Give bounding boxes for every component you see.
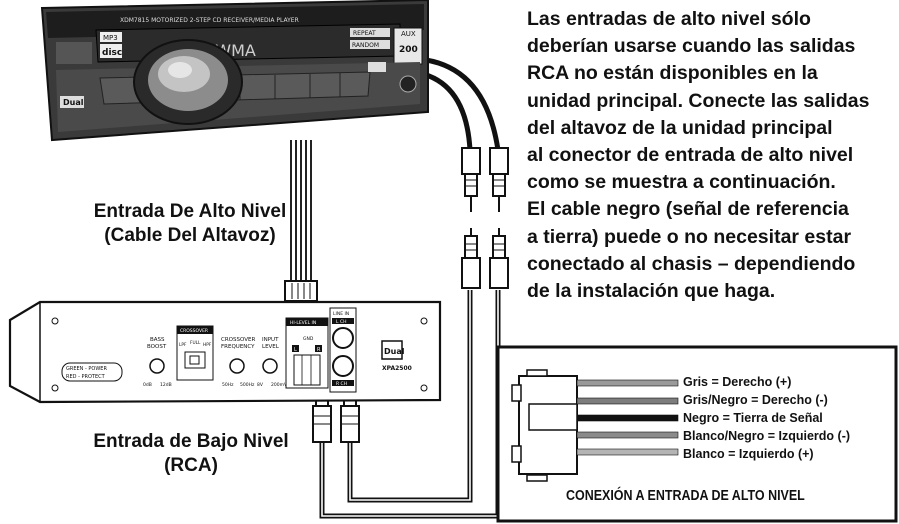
description-line-9: a tierra) puede o no necesitar estar xyxy=(527,225,852,248)
high-level-caption-line-2: (Cable Del Altavoz) xyxy=(104,225,276,246)
line-in-rch: R CH xyxy=(336,381,347,387)
crossover-freq-knob xyxy=(229,358,245,374)
amplifier: GREEN - POWER RED - PROTECT BASS BOOST 0… xyxy=(8,300,442,404)
connector-wire-4 xyxy=(576,431,679,439)
hi-level-label: HI-LEVEL IN xyxy=(290,320,316,326)
crossover-freq-label-2: FREQUENCY xyxy=(221,344,255,350)
description-line-5: del altavoz de la unidad principal xyxy=(527,116,833,139)
speaker-wire-bundle xyxy=(284,140,318,302)
description-line-8: El cable negro (señal de referencia xyxy=(527,198,849,221)
connector-wire-3 xyxy=(576,414,679,422)
connector-wire-2 xyxy=(576,397,679,405)
rca-plugs-lower xyxy=(461,228,509,289)
input-level-max: 200mV xyxy=(271,382,288,388)
crossover-freq-min: 50Hz xyxy=(222,382,234,388)
bass-boost-knob xyxy=(149,358,165,374)
hi-level-gnd: GND xyxy=(303,336,314,342)
crossover-freq-max: 500Hz xyxy=(240,382,255,388)
rca-jack-left xyxy=(332,327,354,349)
bass-boost-min: 0dB xyxy=(143,382,152,388)
repeat-label: REPEAT xyxy=(353,30,376,37)
connector-wire-5 xyxy=(576,448,679,456)
bass-boost-label-2: BOOST xyxy=(147,344,167,350)
low-level-caption-line-2: (RCA) xyxy=(164,455,218,476)
crossover-freq-label-1: CROSSOVER xyxy=(221,337,255,343)
description-line-11: de la instalación que haga. xyxy=(527,280,776,303)
description-line-3: RCA no están disponibles en la xyxy=(527,62,818,85)
description-line-2: deberían usarse cuando las salidas xyxy=(527,35,856,58)
head-unit: XDM7815 MOTORIZED 2-STEP CD RECEIVER/MED… xyxy=(40,0,429,142)
disc-badge xyxy=(100,44,122,58)
description-line-10: conectado al chasis – dependiendo xyxy=(527,252,856,275)
hi-level-connector-socket xyxy=(293,354,321,386)
crossover-lpf: LPF xyxy=(179,342,187,348)
mount-hole-bottom-left xyxy=(51,384,59,392)
input-level-min: 8V xyxy=(257,382,264,388)
wire-label-black: Negro = Tierra de Señal xyxy=(683,411,823,425)
description-line-1: Las entradas de alto nivel sólo xyxy=(527,8,811,30)
description-line-4: unidad principal. Conecte las salidas xyxy=(527,89,870,112)
rca-plugs-upper xyxy=(461,147,509,212)
description-line-7: como se muestra a continuación. xyxy=(527,171,836,194)
hi-level-l: L xyxy=(294,347,297,353)
random-label: RANDOM xyxy=(352,42,379,49)
amplifier-brand: Dual xyxy=(384,347,405,356)
wire-label-gray: Gris = Derecho (+) xyxy=(683,375,792,389)
disc-label: disc xyxy=(102,48,122,58)
aux-jack xyxy=(399,75,417,93)
power-led-label: GREEN - POWER xyxy=(66,366,107,372)
rca-jack-right xyxy=(332,355,354,377)
hi-level-r: R xyxy=(317,347,321,353)
wire-label-white-black: Blanco/Negro = Izquierdo (-) xyxy=(683,429,851,443)
mount-hole-top-left xyxy=(51,317,59,325)
high-level-caption-line-1: Entrada De Alto Nivel xyxy=(93,201,287,222)
connector-box xyxy=(496,345,898,523)
bass-boost-label-1: BASS xyxy=(150,337,165,343)
amplifier-logo xyxy=(381,340,403,360)
wire-label-white: Blanco = Izquierdo (+) xyxy=(683,447,814,461)
mp3-label: MP3 xyxy=(103,34,118,42)
wire-label-gray-black: Gris/Negro = Derecho (-) xyxy=(683,393,828,407)
description-line-6: al conector de entrada de alto nivel xyxy=(527,144,854,167)
head-unit-brand: Dual xyxy=(63,98,84,107)
connector-wire-1 xyxy=(576,379,679,387)
description-paragraph: Las entradas de alto nivel sólo deberían… xyxy=(527,6,897,305)
head-unit-model-text: XDM7815 MOTORIZED 2-STEP CD RECEIVER/MED… xyxy=(120,17,299,24)
connector-box-title: CONEXIÓN A ENTRADA DE ALTO NIVEL xyxy=(566,488,805,504)
crossover-hpf: HPF xyxy=(203,342,212,348)
input-level-label-2: LEVEL xyxy=(262,344,280,350)
line-in-label: LINE IN xyxy=(333,311,349,317)
bass-boost-max: 12dB xyxy=(160,382,172,388)
input-level-knob xyxy=(262,358,278,374)
crossover-label: CROSSOVER xyxy=(180,328,208,334)
watts-label: 200 xyxy=(399,45,418,55)
power-led xyxy=(61,362,123,382)
protect-led-label: RED - PROTECT xyxy=(66,374,106,380)
mount-hole-bottom-right xyxy=(420,384,428,392)
aux-label: AUX xyxy=(401,30,416,38)
mount-hole-top-right xyxy=(420,317,428,325)
low-level-caption: Entrada de Bajo Nivel (RCA) xyxy=(93,430,289,478)
line-in-lch: L CH xyxy=(336,319,346,325)
rca-cable-left xyxy=(347,69,473,503)
rca-plugs-amplifier xyxy=(312,391,360,443)
high-level-caption: Entrada De Alto Nivel (Cable Del Altavoz… xyxy=(93,200,287,248)
crossover-full: FULL xyxy=(190,340,201,346)
low-level-caption-line-1: Entrada de Bajo Nivel xyxy=(93,431,289,452)
mp3-badge xyxy=(100,32,122,42)
input-level-label-1: INPUT xyxy=(262,337,279,343)
amplifier-model: XPA2500 xyxy=(382,365,412,372)
